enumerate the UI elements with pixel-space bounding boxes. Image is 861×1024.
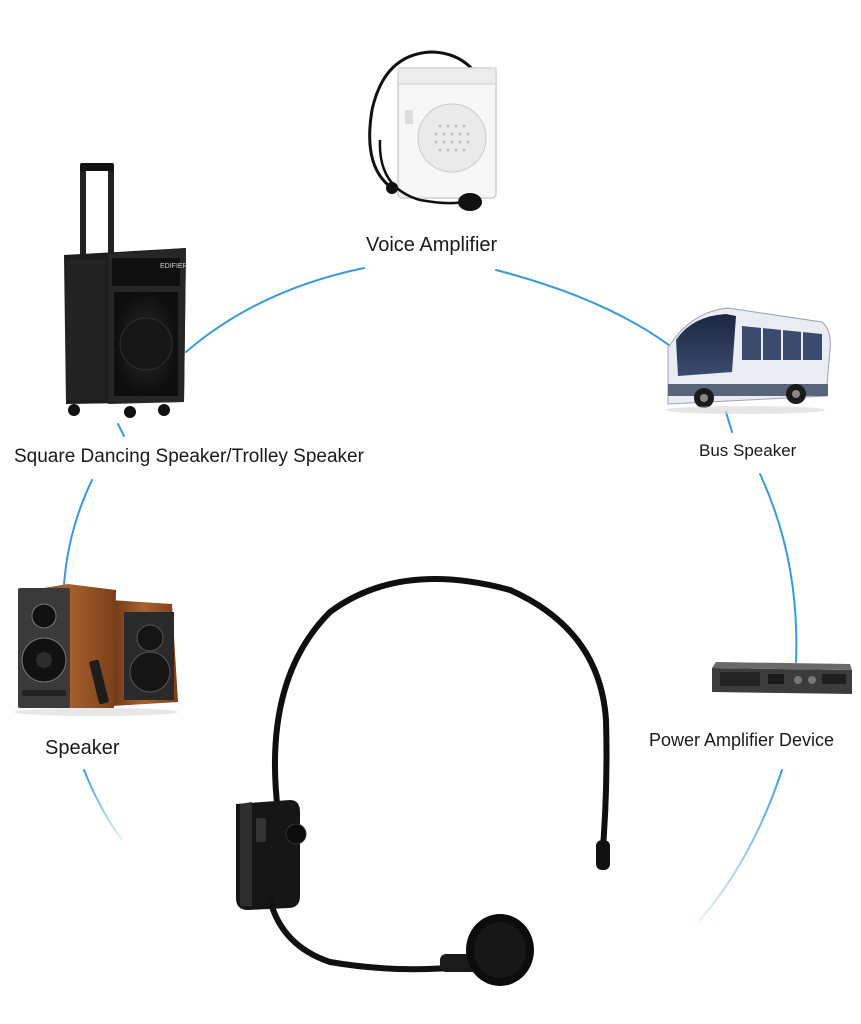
ring-segment-trolley-to-speaker [63,479,93,586]
trolley-speaker-image: EDIFIER [64,163,188,418]
label-voice-amplifier: Voice Amplifier [366,234,498,256]
headset-microphone-image [236,576,610,986]
bookshelf-speakers-image [14,584,178,716]
ring-segment-voice-to-trolley [185,267,365,353]
power-amplifier-image [712,662,852,694]
svg-text:EDIFIER: EDIFIER [160,263,188,270]
voice-amplifier-image [368,50,497,211]
ring-tick-trolley [117,423,125,437]
ring-segment-bus-to-power [759,473,798,663]
ring-tick-bus [725,411,733,433]
ring-segment-power-down [699,769,783,921]
ring-segment-voice-to-bus [495,269,679,353]
label-power-amplifier: Power Amplifier Device [649,730,835,750]
label-speaker: Speaker [45,737,120,759]
bus-image [665,307,831,414]
connection-ring [63,267,798,921]
label-bus-speaker: Bus Speaker [699,441,797,460]
ring-segment-speaker-down [83,769,123,841]
label-square-dancing-speaker: Square Dancing Speaker/Trolley Speaker [14,446,364,467]
